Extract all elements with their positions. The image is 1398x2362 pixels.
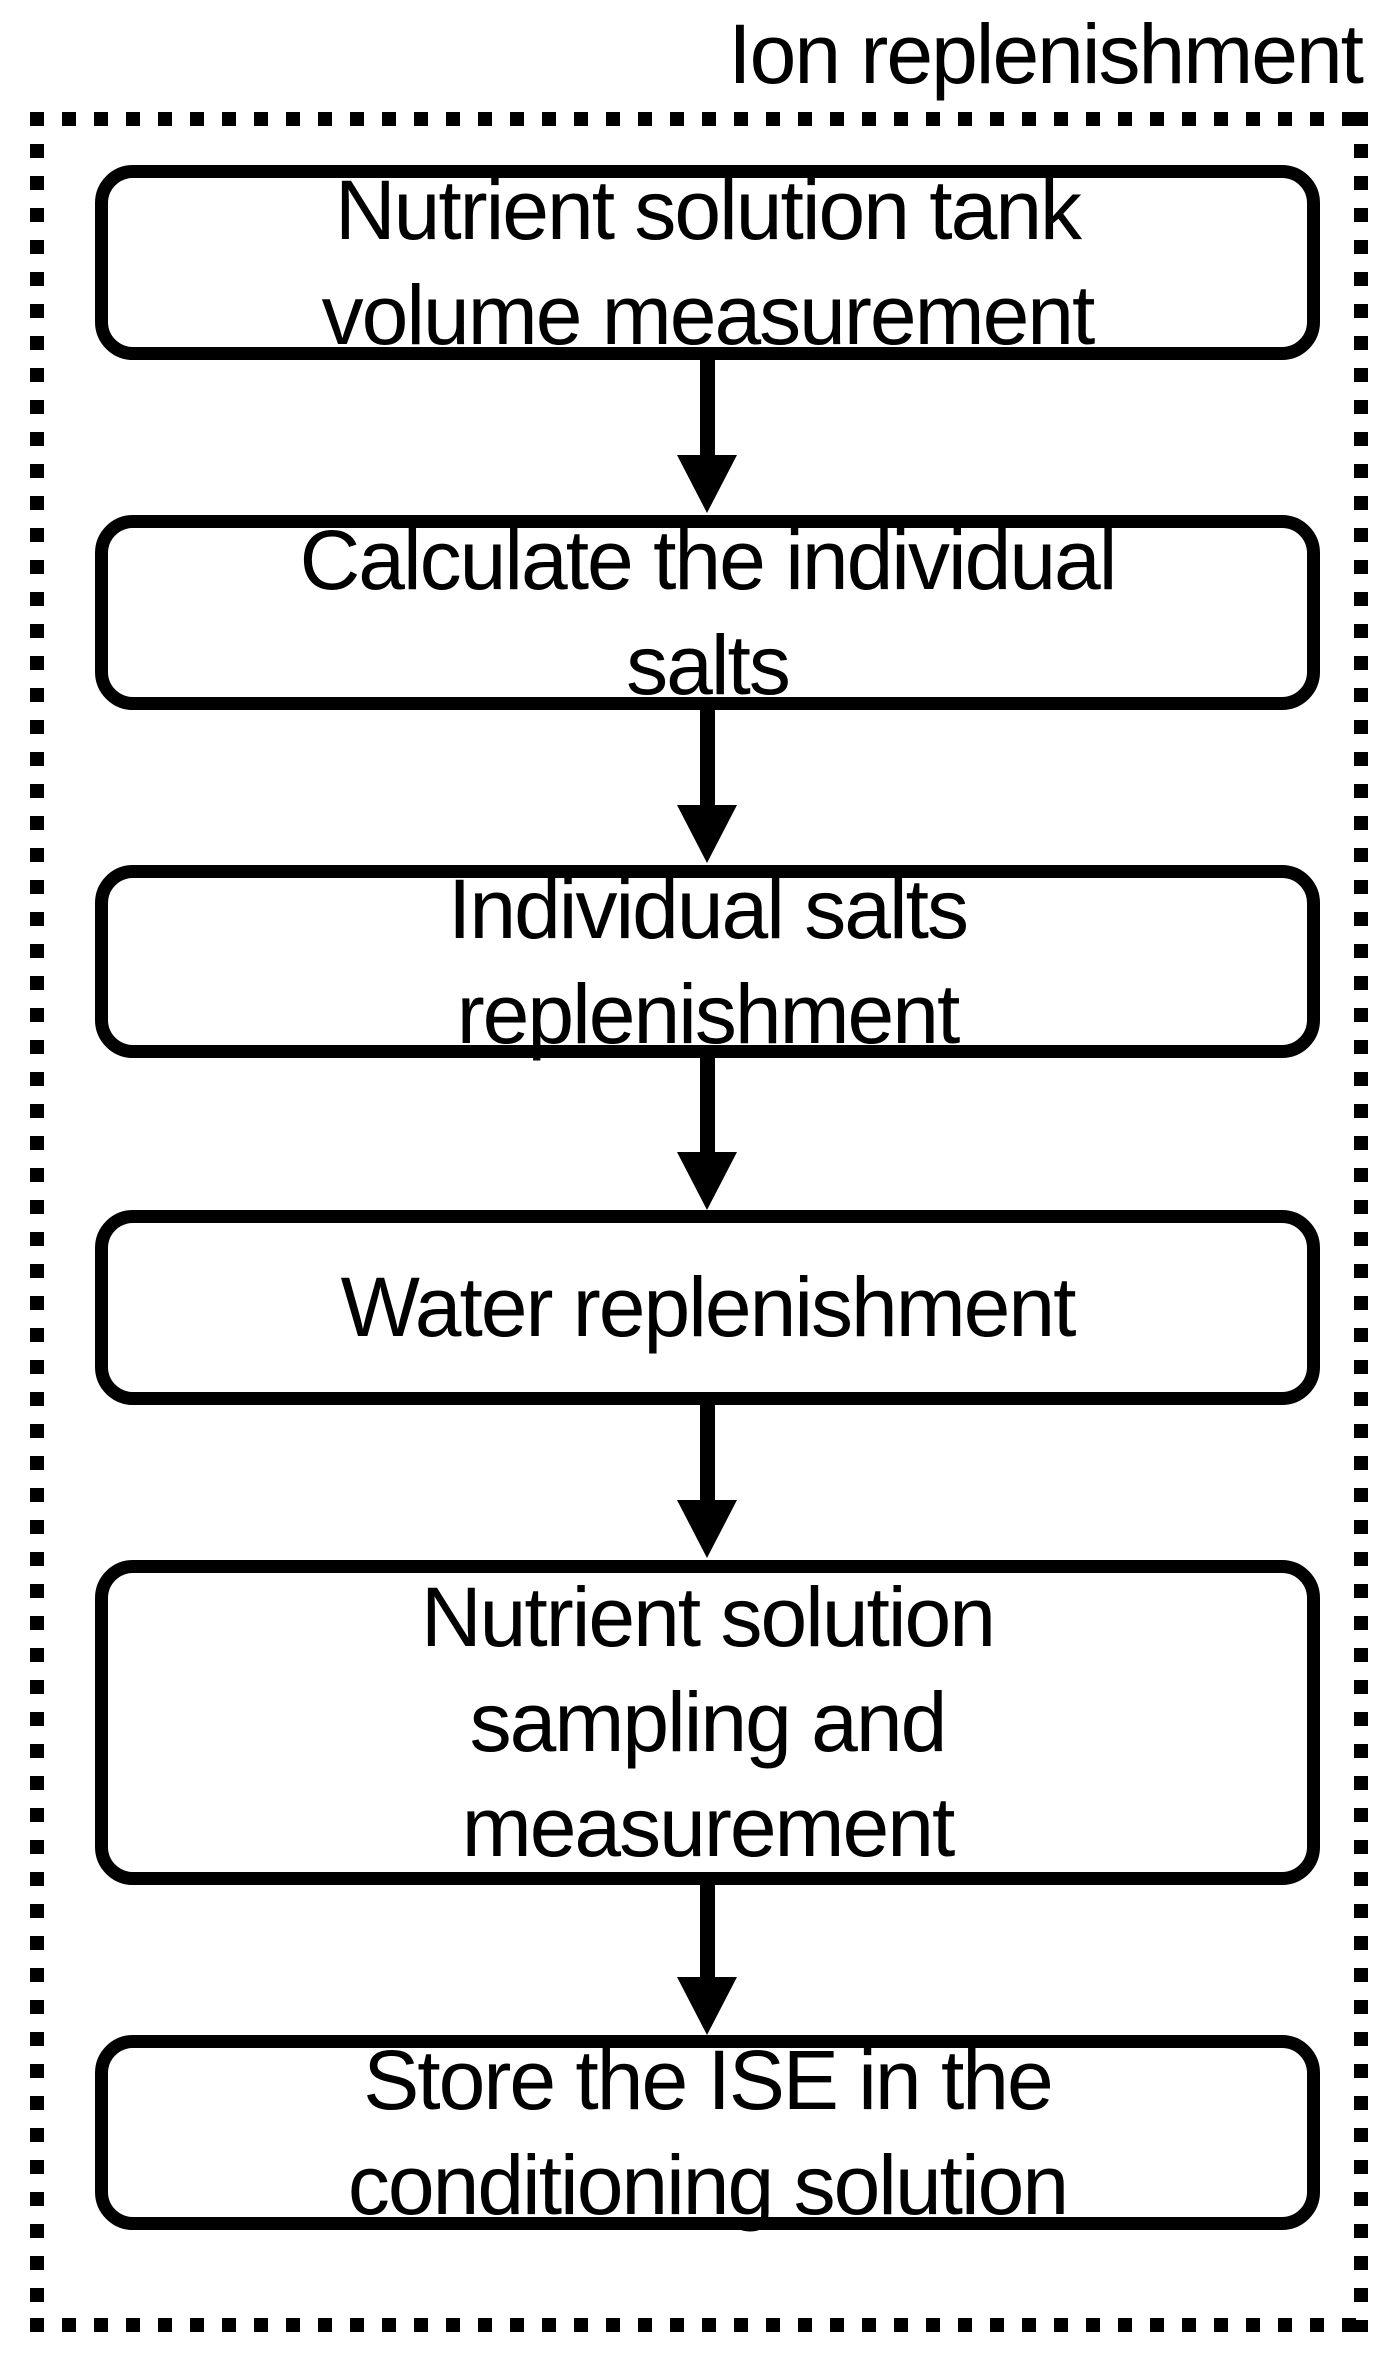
flow-arrow-1 xyxy=(677,358,737,513)
arrow-shaft xyxy=(699,1403,715,1500)
step-store-ise-conditioning-solution: Store the ISE in the conditioning soluti… xyxy=(95,2033,1320,2232)
dotted-frame-right-edge xyxy=(1354,112,1368,2332)
step-solution-sampling-measurement: Nutrient solution sampling and measureme… xyxy=(95,1560,1320,1885)
step-individual-salts-replenishment: Individual salts replenishment xyxy=(95,862,1320,1061)
arrow-shaft xyxy=(699,358,715,455)
arrow-head-icon xyxy=(677,1977,737,2035)
arrow-head-icon xyxy=(677,805,737,863)
dotted-frame-bottom-edge xyxy=(30,2318,1368,2332)
arrow-head-icon xyxy=(677,1152,737,1210)
flow-arrow-2 xyxy=(677,708,737,863)
step-tank-volume-measurement: Nutrient solution tank volume measuremen… xyxy=(95,163,1320,362)
flow-arrow-4 xyxy=(677,1403,737,1558)
diagram-title: Ion replenishment xyxy=(728,7,1364,101)
step-water-replenishment: Water replenishment xyxy=(95,1210,1320,1405)
dotted-frame xyxy=(30,112,1368,2332)
step-calculate-individual-salts: Calculate the individual salts xyxy=(95,513,1320,712)
arrow-shaft xyxy=(699,708,715,805)
flow-arrow-3 xyxy=(677,1056,737,1210)
arrow-head-icon xyxy=(677,455,737,513)
arrow-shaft xyxy=(699,1056,715,1152)
dotted-frame-top-edge xyxy=(30,112,1368,126)
arrow-head-icon xyxy=(677,1500,737,1558)
dotted-frame-left-edge xyxy=(30,112,44,2332)
arrow-shaft xyxy=(699,1883,715,1977)
flow-arrow-5 xyxy=(677,1883,737,2035)
